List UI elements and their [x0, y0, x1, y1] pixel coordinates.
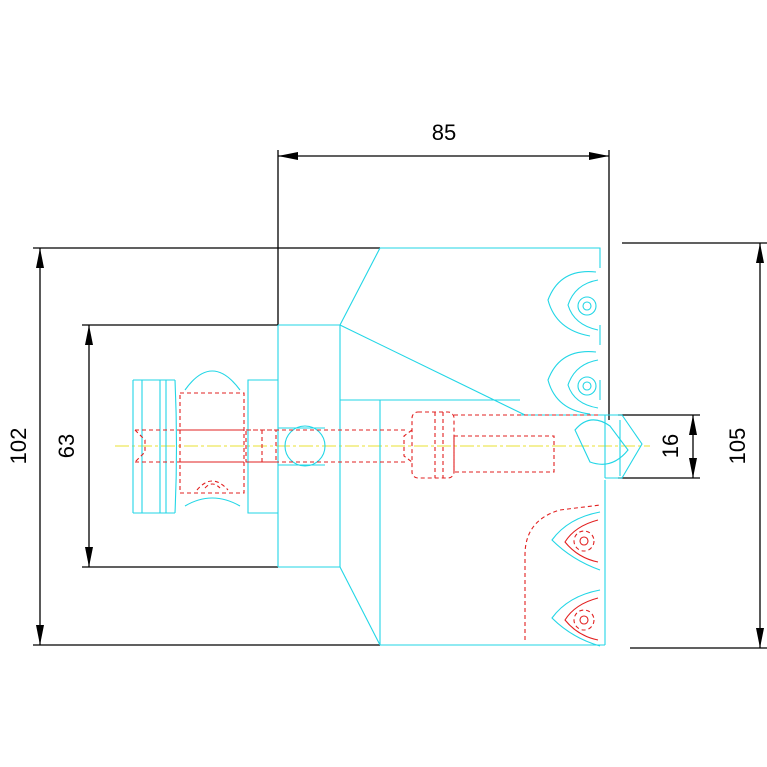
dimension-102-label: 102 [6, 428, 31, 465]
dimension-85: 85 [277, 120, 610, 420]
tool-body-outline [132, 247, 643, 646]
dimension-105-label: 105 [725, 428, 750, 465]
dimension-63: 63 [54, 324, 278, 568]
dimension-85-label: 85 [432, 120, 456, 145]
dimension-105: 105 [622, 242, 767, 649]
dimension-102: 102 [6, 247, 380, 646]
dimension-16-label: 16 [658, 434, 683, 458]
hidden-features [134, 392, 601, 647]
dimension-63-label: 63 [54, 434, 79, 458]
dimension-16: 16 [618, 414, 700, 479]
